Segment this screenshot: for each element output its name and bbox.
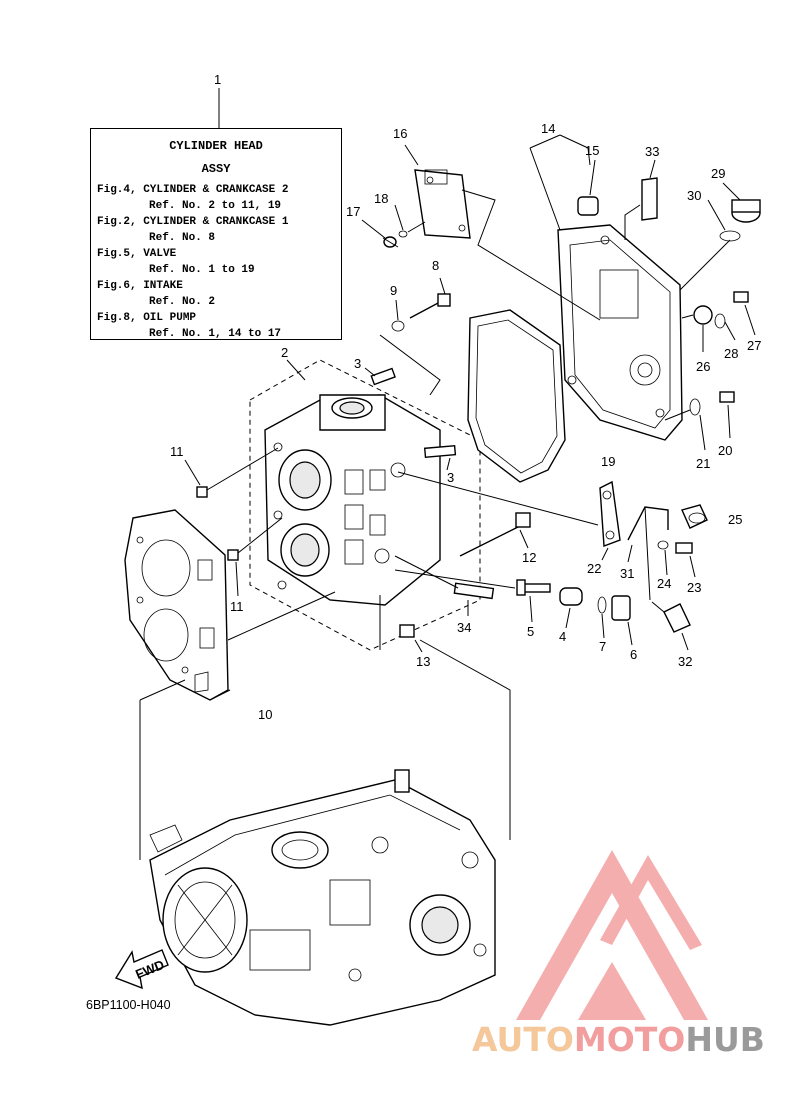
callout-9: 9 xyxy=(390,283,397,298)
info-box-subtitle: ASSY xyxy=(201,162,231,176)
callout-11b: 11 xyxy=(230,599,244,614)
callout-33: 33 xyxy=(645,144,659,159)
callout-27: 27 xyxy=(747,338,761,353)
cylinder-head xyxy=(264,394,441,606)
assembly-reference-box: CYLINDER HEAD ASSY Fig.4, CYLINDER & CRA… xyxy=(90,128,342,340)
ref-line-no: Ref. No. 2 to 11, 19 xyxy=(149,200,282,212)
watermark-logo xyxy=(516,850,708,1020)
callout-29: 29 xyxy=(711,166,725,181)
callout-13: 13 xyxy=(416,654,430,669)
callout-7: 7 xyxy=(599,639,606,654)
part-15-bushing xyxy=(577,196,599,216)
watermark-part-moto: MOTO xyxy=(573,1020,686,1059)
info-box-title: CYLINDER HEAD xyxy=(169,139,263,153)
cover-gasket xyxy=(467,309,566,483)
ref-line-fig: Fig.2, CYLINDER & CRANKCASE 1 xyxy=(97,216,289,228)
callout-8: 8 xyxy=(432,258,439,273)
oil-pump-cover xyxy=(414,169,471,239)
ref-line-no: Ref. No. 1 to 19 xyxy=(149,264,255,276)
ref-line-no: Ref. No. 8 xyxy=(149,232,216,244)
callout-21: 21 xyxy=(696,456,710,471)
callout-18: 18 xyxy=(374,191,388,206)
head-gasket xyxy=(124,509,229,701)
watermark-part-hub: HUB xyxy=(685,1020,765,1059)
callout-3a: 3 xyxy=(354,356,361,371)
ref-line-no: Ref. No. 1, 14 to 17 xyxy=(149,328,282,340)
spark-plug xyxy=(453,582,495,600)
fwd-arrow-icon: FWD xyxy=(114,949,169,990)
ref-line-fig: Fig.6, INTAKE xyxy=(97,280,183,292)
callout-6: 6 xyxy=(630,647,637,662)
crankcase-block xyxy=(149,769,496,1026)
callout-28: 28 xyxy=(724,346,738,361)
callout-32: 32 xyxy=(678,654,692,669)
callout-14: 14 xyxy=(541,121,555,136)
callout-23: 23 xyxy=(687,580,701,595)
callout-19: 19 xyxy=(601,454,615,469)
callout-25: 25 xyxy=(728,512,742,527)
cylinder-head-cover xyxy=(557,224,683,441)
callout-4: 4 xyxy=(559,629,566,644)
callout-2: 2 xyxy=(281,345,288,360)
ref-line-no: Ref. No. 2 xyxy=(149,296,216,308)
callout-26: 26 xyxy=(696,359,710,374)
callout-24: 24 xyxy=(657,576,671,591)
callout-22: 22 xyxy=(587,561,601,576)
callout-16: 16 xyxy=(393,126,407,141)
callout-17: 17 xyxy=(346,204,360,219)
callout-15: 15 xyxy=(585,143,599,158)
callout-30: 30 xyxy=(687,188,701,203)
callout-12: 12 xyxy=(522,550,536,565)
callout-10: 10 xyxy=(258,707,272,722)
callout-31: 31 xyxy=(620,566,634,581)
callout-11a: 11 xyxy=(170,444,184,459)
callout-20: 20 xyxy=(718,443,732,458)
callout-34: 34 xyxy=(457,620,471,635)
figure-code: 6BP1100-H040 xyxy=(86,998,171,1012)
callout-3b: 3 xyxy=(447,470,454,485)
callout-1: 1 xyxy=(214,72,221,87)
watermark-text: AUTOMOTOHUB xyxy=(472,1020,765,1059)
ref-line-fig: Fig.4, CYLINDER & CRANKCASE 2 xyxy=(97,184,289,196)
ref-line-fig: Fig.8, OIL PUMP xyxy=(97,312,197,324)
ref-line-fig: Fig.5, VALVE xyxy=(97,248,177,260)
watermark-part-auto: AUTO xyxy=(472,1020,574,1059)
callout-5: 5 xyxy=(527,624,534,639)
